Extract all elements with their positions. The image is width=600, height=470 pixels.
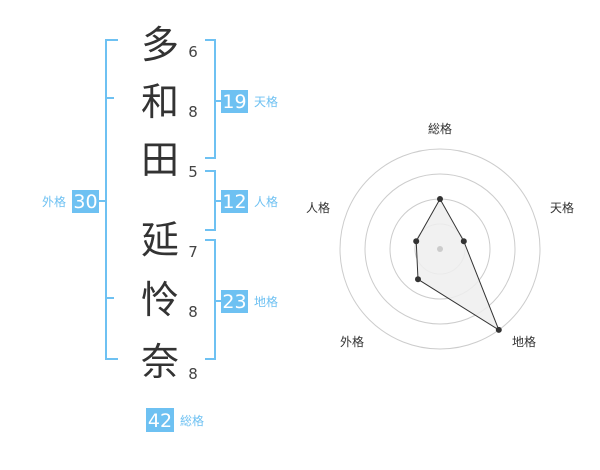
soukaku-label: 総格 bbox=[180, 413, 204, 428]
radar-axis-label-4: 外格 bbox=[340, 334, 364, 349]
name-char-1: 多 bbox=[141, 23, 179, 67]
name-char-6: 奈 bbox=[141, 340, 179, 384]
radar-chart: 総格 天格 地格 外格 人格 bbox=[306, 121, 574, 350]
gaikaku-bracket bbox=[105, 39, 118, 360]
stroke-count-2: 8 bbox=[188, 103, 198, 121]
radar-axis-label-3: 地格 bbox=[512, 334, 536, 349]
stroke-count-5: 8 bbox=[188, 303, 198, 321]
stroke-count-1: 6 bbox=[188, 43, 198, 61]
radar-point-5 bbox=[413, 238, 420, 245]
soukaku-value: 42 bbox=[148, 410, 172, 432]
tenkaku-box bbox=[221, 90, 248, 113]
jinkaku-value: 12 bbox=[222, 191, 246, 213]
tenkaku-bracket bbox=[205, 39, 216, 159]
name-char-3: 田 bbox=[141, 138, 179, 182]
name-char-2: 和 bbox=[141, 80, 179, 124]
chikaku-bracket bbox=[205, 239, 216, 360]
jinkaku-bracket bbox=[205, 170, 216, 231]
radar-polygon bbox=[415, 197, 500, 332]
radar-point-4 bbox=[415, 276, 421, 283]
gaikaku-box bbox=[72, 190, 99, 213]
radar-point-2 bbox=[460, 238, 467, 245]
radar-ring-4 bbox=[339, 148, 541, 350]
stroke-count-4: 7 bbox=[188, 243, 198, 261]
chikaku-box bbox=[221, 290, 248, 313]
radar-axis-label-1: 総格 bbox=[428, 121, 452, 136]
radar-ring-3 bbox=[364, 173, 516, 325]
name-char-5: 怜 bbox=[141, 278, 179, 322]
radar-point-3 bbox=[495, 326, 502, 333]
chikaku-value: 23 bbox=[222, 291, 246, 313]
radar-center-dot bbox=[437, 246, 443, 252]
name-char-4: 延 bbox=[141, 218, 179, 262]
jinkaku-label: 人格 bbox=[254, 194, 278, 209]
radar-points bbox=[413, 196, 502, 333]
radar-point-1 bbox=[437, 196, 443, 202]
tenkaku-value: 19 bbox=[222, 91, 246, 113]
radar-axis-label-5: 人格 bbox=[306, 200, 330, 215]
radar-axis-label-2: 天格 bbox=[550, 200, 574, 215]
jinkaku-box bbox=[221, 190, 248, 213]
stroke-count-3: 5 bbox=[188, 163, 198, 181]
soukaku-box bbox=[146, 408, 174, 432]
gaikaku-label: 外格 bbox=[42, 194, 66, 209]
tenkaku-label: 天格 bbox=[254, 94, 278, 109]
gaikaku-value: 30 bbox=[73, 191, 97, 213]
chikaku-label: 地格 bbox=[254, 294, 278, 309]
stroke-count-6: 8 bbox=[188, 365, 198, 383]
